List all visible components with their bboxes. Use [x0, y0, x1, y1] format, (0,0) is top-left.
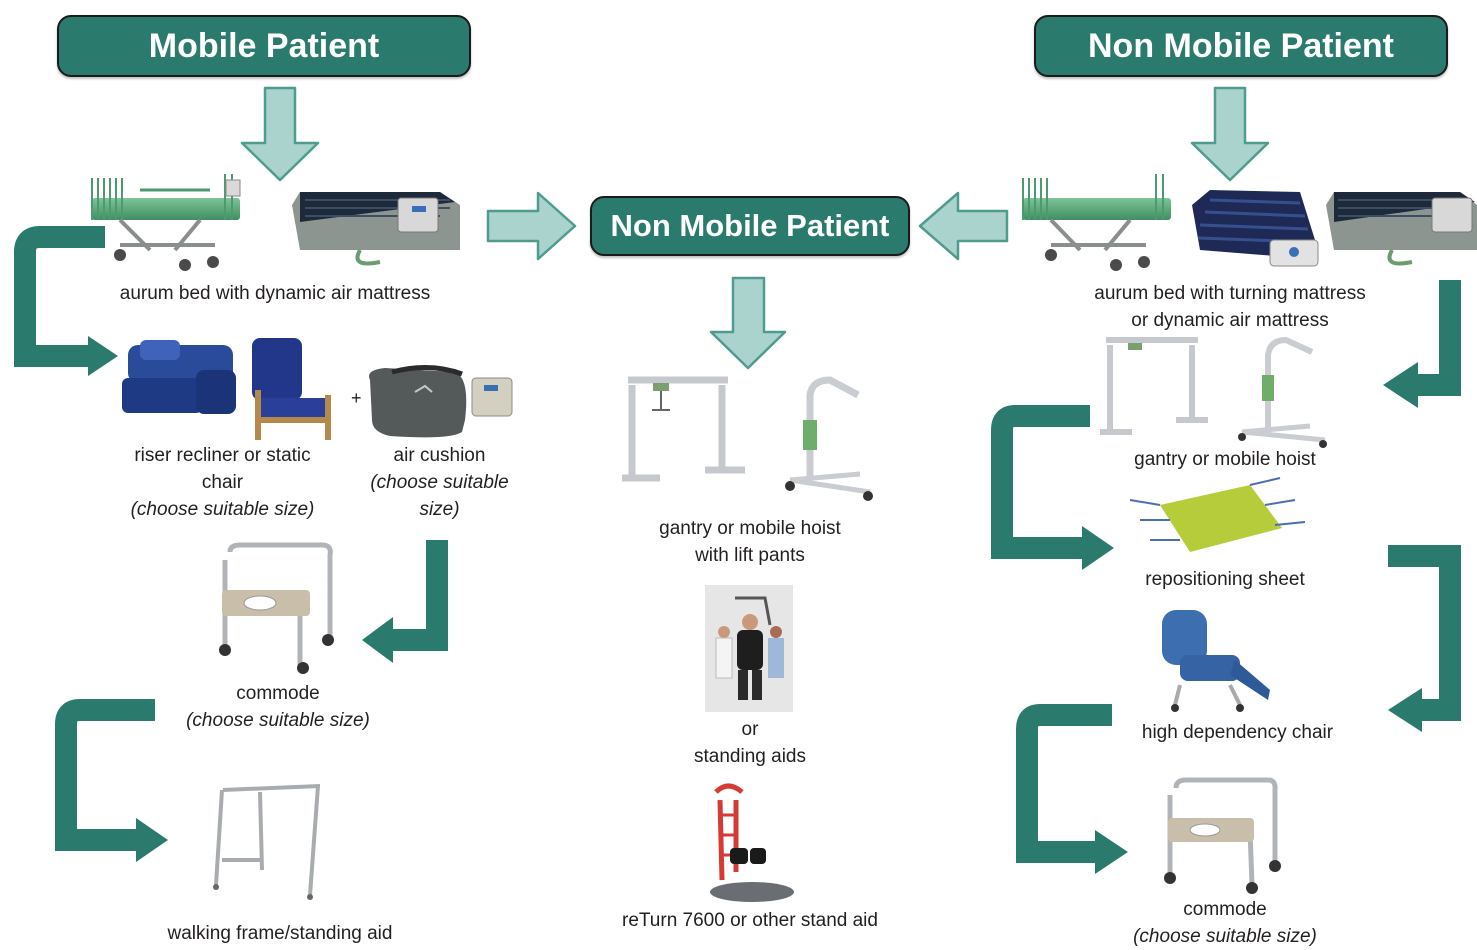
commode-caption-right-note: (choose suitable size) — [1133, 926, 1317, 947]
sheet-caption: repositioning sheet — [1145, 569, 1305, 590]
commode-caption-left: commode (choose suitable size) — [158, 680, 398, 734]
curve-arrowhead-right-2 — [1082, 526, 1114, 570]
header-non-mobile-patient-center: Non Mobile Patient — [590, 196, 910, 256]
mobile-hoist-image-right — [1238, 336, 1327, 448]
hoist-caption-center-line1: gantry or mobile hoist — [659, 518, 841, 539]
standing-aids-text: standing aids — [694, 746, 806, 767]
gantry-hoist-image-center — [622, 376, 745, 482]
curve-arrow-left-1 — [14, 226, 105, 367]
return-caption: reTurn 7600 or other stand aid — [622, 910, 878, 931]
curve-arrow-left-3 — [55, 699, 155, 851]
curve-arrowhead-left-3 — [136, 818, 168, 862]
chair-caption-text: riser recliner or static chair — [134, 445, 311, 493]
air-cushion-image — [369, 364, 513, 438]
header-mobile-patient: Mobile Patient — [57, 15, 471, 77]
curve-arrow-right-4 — [1016, 704, 1112, 863]
cushion-caption-text: air cushion — [393, 445, 486, 466]
curve-arrowhead-right-1 — [1383, 362, 1418, 408]
curve-arrow-right-3 — [1388, 545, 1461, 721]
hoist-caption-center: gantry or mobile hoist with lift pants — [600, 515, 900, 569]
standing-aid-photo — [705, 585, 793, 712]
hospital-bed-image-left — [91, 174, 241, 271]
chair-caption: riser recliner or static chair (choose s… — [115, 442, 330, 523]
commode-caption-right: commode (choose suitable size) — [1100, 896, 1350, 950]
down-arrow-center — [709, 276, 787, 370]
left-arrow-right — [918, 191, 1009, 261]
commode-image-left — [219, 542, 334, 674]
bed-caption-right-line1: aurum bed with turning mattress — [1094, 283, 1366, 304]
bed-caption-left: aurum bed with dynamic air mattress — [119, 283, 431, 304]
commode-caption-left-note: (choose suitable size) — [186, 710, 370, 731]
right-arrow-left — [486, 191, 577, 261]
cushion-caption-note: (choose suitable size) — [370, 472, 509, 520]
commode-image-right — [1164, 777, 1281, 894]
standing-aids-caption: or standing aids — [600, 716, 900, 770]
hd-chair-caption: high dependency chair — [1141, 722, 1334, 743]
cushion-caption: air cushion (choose suitable size) — [362, 442, 517, 523]
down-arrow-right — [1190, 86, 1270, 182]
hoist-caption-right: gantry or mobile hoist — [1134, 449, 1316, 470]
walking-frame-image — [213, 784, 321, 900]
curve-arrowhead-left-1 — [88, 336, 118, 376]
hospital-bed-image-right — [1022, 174, 1171, 271]
walking-frame-caption: walking frame/standing aid — [167, 923, 393, 944]
commode-caption-right-text: commode — [1183, 899, 1267, 920]
repositioning-sheet-image — [1129, 477, 1306, 552]
down-arrow-left — [240, 86, 320, 182]
hoist-caption-center-line2: with lift pants — [695, 545, 805, 566]
or-text: or — [741, 719, 759, 740]
bed-caption-right-line2: or dynamic air mattress — [1131, 310, 1329, 331]
chair-caption-note: (choose suitable size) — [130, 499, 315, 520]
high-dependency-chair-image — [1162, 610, 1270, 712]
turning-mattress-image — [1192, 190, 1319, 267]
header-non-mobile-patient-right: Non Mobile Patient — [1034, 15, 1448, 77]
bed-caption-right: aurum bed with turning mattress or dynam… — [1040, 280, 1420, 334]
gantry-hoist-image-right — [1100, 337, 1208, 435]
curve-arrowhead-right-4 — [1095, 830, 1128, 874]
return-stand-aid-image — [710, 783, 794, 902]
plus-sign: + — [351, 388, 362, 408]
static-chair-image — [252, 338, 331, 440]
air-mattress-image-right — [1326, 192, 1477, 266]
curve-arrow-right-2 — [991, 405, 1090, 559]
commode-caption-left-text: commode — [236, 683, 320, 704]
curve-arrowhead-left-2 — [362, 617, 393, 663]
riser-recliner-image — [122, 340, 236, 414]
air-mattress-image-left — [292, 192, 460, 266]
mobile-hoist-image-center — [785, 376, 873, 501]
curve-arrowhead-right-3 — [1388, 688, 1422, 732]
curve-arrow-left-2 — [390, 540, 448, 651]
curve-arrow-right-1 — [1415, 280, 1461, 396]
